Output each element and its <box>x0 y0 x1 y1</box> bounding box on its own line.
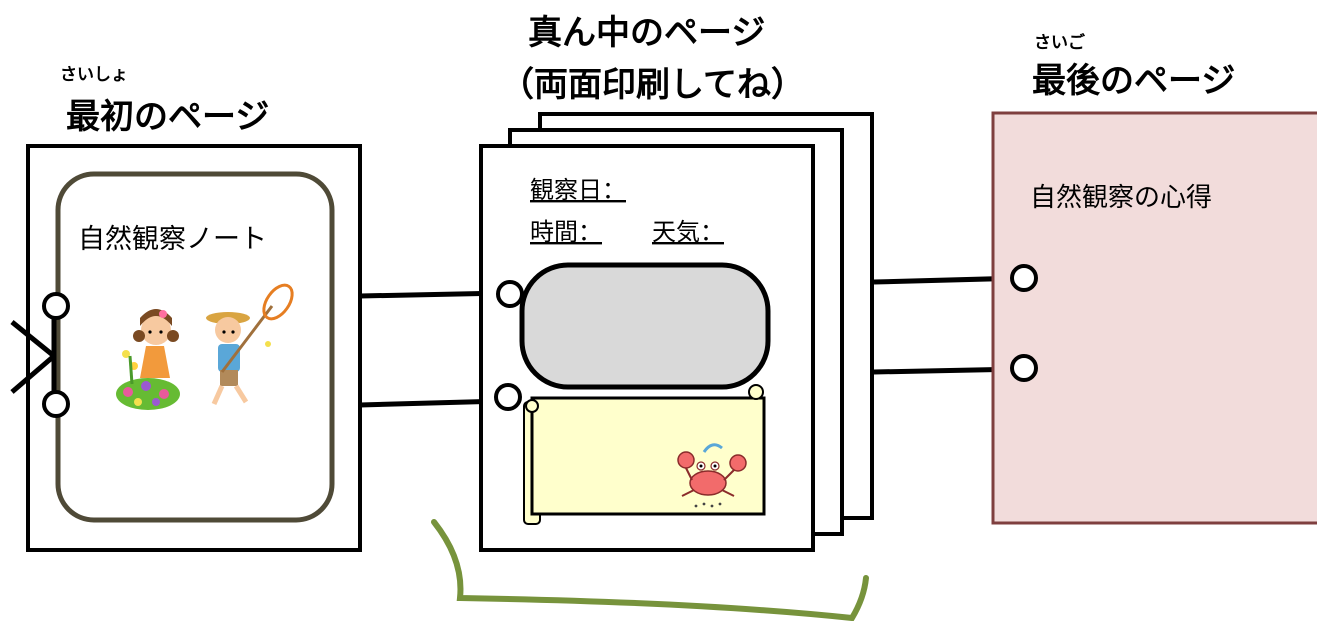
field-weather: 天気： <box>652 218 724 246</box>
first-page: 自然観察ノート <box>10 144 362 552</box>
middle-ring-top <box>496 280 524 308</box>
last-ring-bottom <box>1010 354 1038 382</box>
cover-title: 自然観察ノート <box>78 224 267 255</box>
middle-page-heading-line2: （両面印刷してね） <box>500 65 805 105</box>
middle-ring-bottom <box>494 383 522 411</box>
binding-ring-top <box>42 292 70 320</box>
middle-page-stack: 観察日： 時間： 天気： <box>479 112 874 552</box>
middle-page-heading-line1: 真ん中のページ <box>528 13 765 53</box>
last-page: 自然観察の心得 <box>991 111 1317 525</box>
drawing-box <box>519 262 771 390</box>
cover-frame <box>55 171 335 523</box>
children-illustration <box>116 283 294 410</box>
scroll-note <box>523 384 766 525</box>
first-page-heading: 最初のページ <box>66 97 269 137</box>
field-observation-date: 観察日： <box>530 176 626 204</box>
first-page-ruby: さいしょ <box>60 65 128 85</box>
last-ring-top <box>1010 264 1038 292</box>
last-page-heading: 最後のページ <box>1032 61 1235 101</box>
binding-ring-bottom <box>42 390 70 418</box>
binding-hinge <box>10 292 70 418</box>
last-page-ruby: さいご <box>1034 32 1086 53</box>
crab-illustration <box>677 443 747 508</box>
last-page-sheet <box>991 111 1317 525</box>
middle-pages-bracket <box>431 519 869 621</box>
last-page-content-title: 自然観察の心得 <box>1030 183 1212 213</box>
field-time: 時間： <box>530 218 602 246</box>
